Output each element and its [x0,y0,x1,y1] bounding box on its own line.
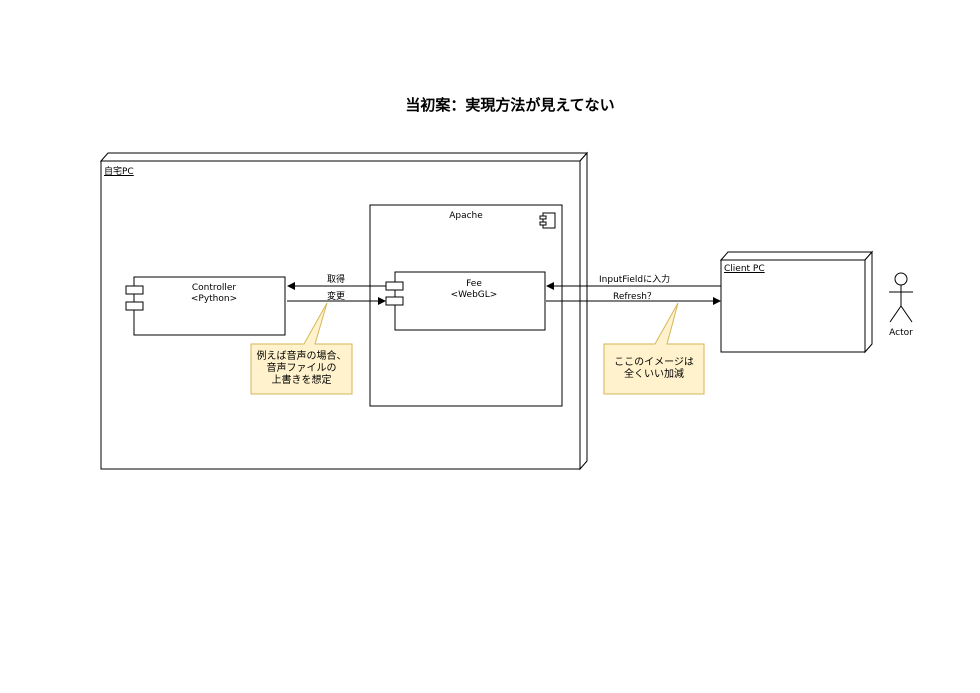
edge-refresh-label: Refresh？ [613,292,656,302]
note-audio-line: 音声ファイルの [266,363,337,374]
note-image-text: ここのイメージは 全くいい加減 [604,357,704,381]
edge-get-label: 取得 [327,275,346,285]
fee-name: Fee [466,279,482,289]
fee-stereotype: <WebGL> [450,290,498,300]
client-pc-label: Client PC [724,264,765,274]
home-pc-label: 自宅PC [104,167,134,177]
edge-change-label: 変更 [327,292,346,302]
actor-figure[interactable] [889,272,913,323]
note-image-line: ここのイメージは [614,357,694,368]
actor-label: Actor [889,328,913,338]
controller-module[interactable] [125,276,286,336]
apache-label: Apache [449,211,483,221]
controller-stereotype: <Python> [190,294,238,304]
note-audio-text: 例えば音声の場合、 音声ファイルの 上書きを想定 [251,351,352,387]
client-pc-node[interactable] [719,250,874,354]
note-image-line: 全くいい加減 [624,369,684,380]
note-audio-line: 上書きを想定 [271,375,332,386]
note-image-callout[interactable] [603,302,705,395]
edge-input-label: InputFieldに入力 [599,275,671,285]
component-icon [539,212,556,229]
note-audio-line: 例えば音声の場合、 [256,351,347,362]
controller-name: Controller [191,283,237,293]
note-audio-callout[interactable] [250,302,353,395]
fee-module[interactable] [385,271,546,331]
diagram-title: 当初案：実現方法が見えてない [405,96,615,114]
